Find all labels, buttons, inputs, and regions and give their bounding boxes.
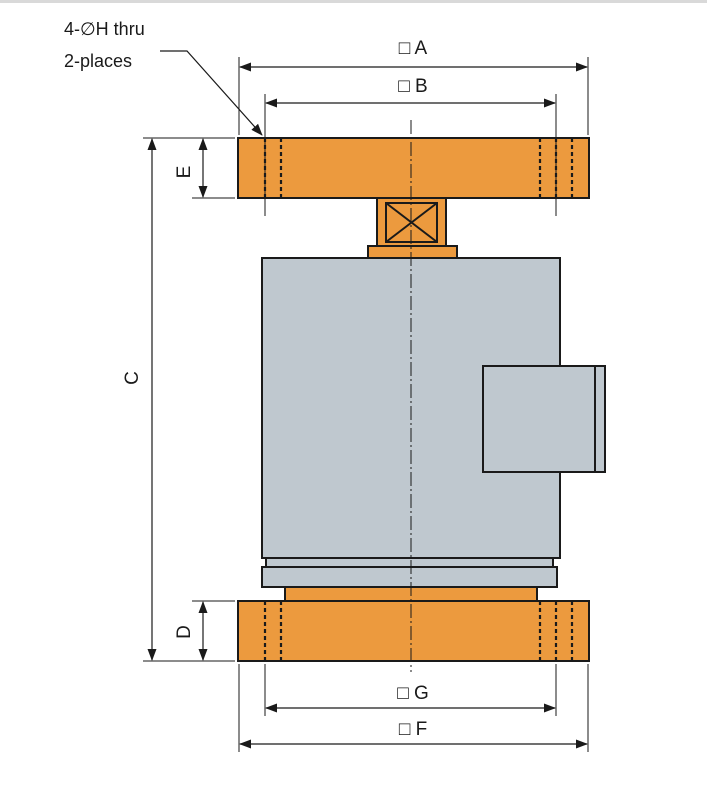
dim-c-label: C [122,371,143,385]
bottom-flange-holes [263,601,574,661]
load-cell-body [261,257,606,588]
dim-e-label: E [174,166,195,179]
dimension-arrows [147,62,588,749]
dim-a-label: □ A [399,38,428,59]
dim-g-label: □ G [397,683,429,704]
connector-box [482,365,606,473]
dim-f-label: □ F [399,719,427,740]
load-button [367,197,458,259]
bottom-flange [237,586,590,662]
top-flange [237,137,590,199]
callout-line-2: 2-places [64,51,132,71]
hole-callout-leader [160,50,263,136]
callout-line-1: 4-∅H thru [64,19,145,39]
top-border [0,0,707,3]
dim-d-label: D [174,625,195,639]
dim-b-label: □ B [398,76,427,97]
